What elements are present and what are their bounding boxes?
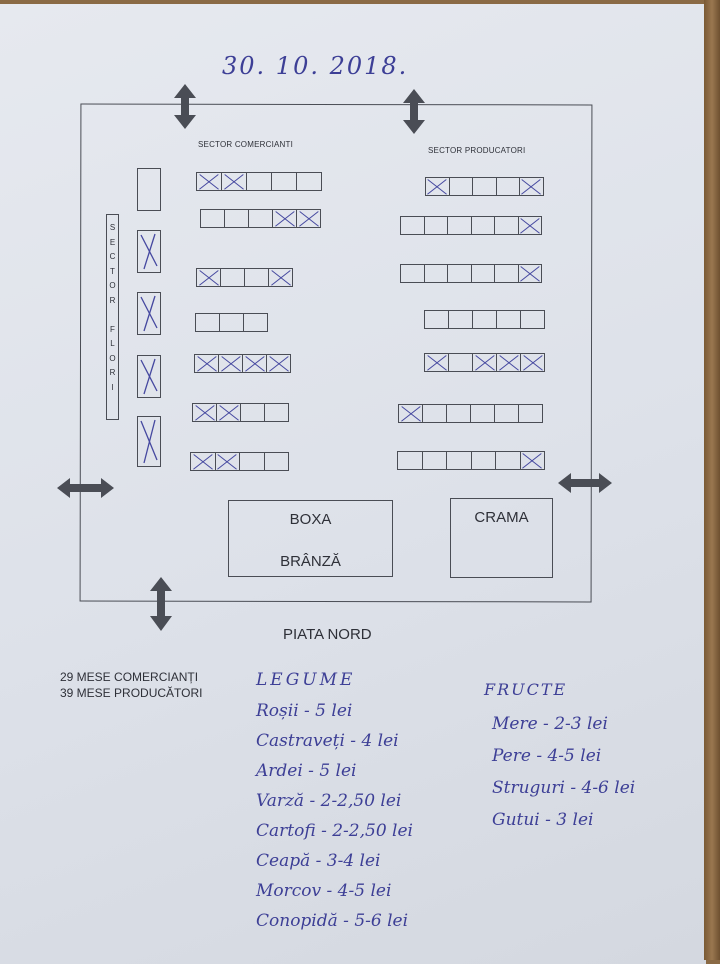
occupied-table [266,354,291,373]
wooden-table [704,0,720,960]
flori-stall [137,355,161,398]
free-table [520,310,545,329]
fructe-item: Struguri - 4-6 lei [492,778,636,798]
table-row [194,354,291,373]
table-row [397,451,545,470]
sector-flori-letter: T [110,266,115,276]
horizontal-arrow-icon [558,473,612,493]
sector-comercianti-label: SECTOR COMERCIANTI [198,140,294,149]
legume-item: Ceapă - 3-4 lei [256,851,381,871]
occupied-table [517,264,542,283]
crama-label: CRAMA [474,509,529,526]
sector-flori-letter: L [110,339,115,348]
free-table [243,313,268,332]
fructe-item: Gutui - 3 lei [492,810,594,830]
table-row [424,353,545,372]
sector-flori-letter: O [109,353,116,363]
vertical-arrow-icon [403,89,425,134]
crama-box: CRAMA [450,498,553,578]
table-row [196,172,322,191]
table-row [192,403,289,422]
table-row [196,268,293,287]
flori-stall [137,168,161,211]
legume-item: Cartofi - 2-2,50 lei [256,821,413,841]
table-row [400,264,542,283]
summary: 29 MESE COMERCIANȚI 39 MESE PRODUCĂTORI [60,669,202,701]
free-table [296,172,322,191]
legume-item: Conopidă - 5-6 lei [256,911,409,931]
sector-flori-letter: R [109,368,116,377]
occupied-table [519,177,544,196]
sector-flori-letter: C [109,252,116,261]
summary-producatori: 39 MESE PRODUCĂTORI [60,686,203,700]
sector-flori-letter: S [109,223,116,232]
legume-item: Varză - 2-2,50 lei [256,791,402,811]
table-row [400,216,542,235]
fructe-title: FRUCTE [484,680,568,699]
vertical-arrow-icon [150,577,172,631]
fructe-item: Mere - 2-3 lei [492,714,608,734]
market-title: PIATA NORD [283,626,372,643]
vertical-arrow-icon [174,84,196,129]
occupied-table [520,353,545,372]
summary-comercianti: 29 MESE COMERCIANȚI [60,670,199,684]
occupied-table [268,268,293,287]
sector-flori-letter: R [109,295,116,305]
sector-flori-letter: F [110,324,115,334]
occupied-table [296,209,321,228]
sector-producatori-label: SECTOR PRODUCATORI [428,146,526,155]
free-table [518,404,543,423]
date: 30. 10. 2018. [222,52,409,80]
sector-flori-letter: E [109,237,116,247]
table-row [424,310,545,329]
boxa-branza-box: BOXA BRÂNZĂ [228,500,393,577]
boxa-label: BOXA [289,511,332,528]
fructe-item: Pere - 4-5 lei [492,746,602,766]
table-row [398,404,543,423]
legume-item: Morcov - 4-5 lei [256,881,392,901]
horizontal-arrow-icon [57,478,114,498]
table-row [425,177,544,196]
occupied-table [517,216,542,235]
flori-stall [137,292,161,335]
legume-item: Ardei - 5 lei [256,761,357,781]
occupied-table [519,451,545,470]
flori-stall [137,230,161,273]
table-row [195,313,268,332]
legume-item: Roșii - 5 lei [256,701,353,721]
branza-label: BRÂNZĂ [280,553,341,570]
flori-stall [137,416,161,467]
legume-item: Castraveți - 4 lei [256,731,399,751]
table-row [190,452,289,471]
free-table [263,452,289,471]
legume-title: LEGUME [256,670,356,690]
free-table [264,403,289,422]
sector-flori-letter: I [111,382,114,392]
table-row [200,209,321,228]
sector-flori-letter: O [109,281,116,290]
